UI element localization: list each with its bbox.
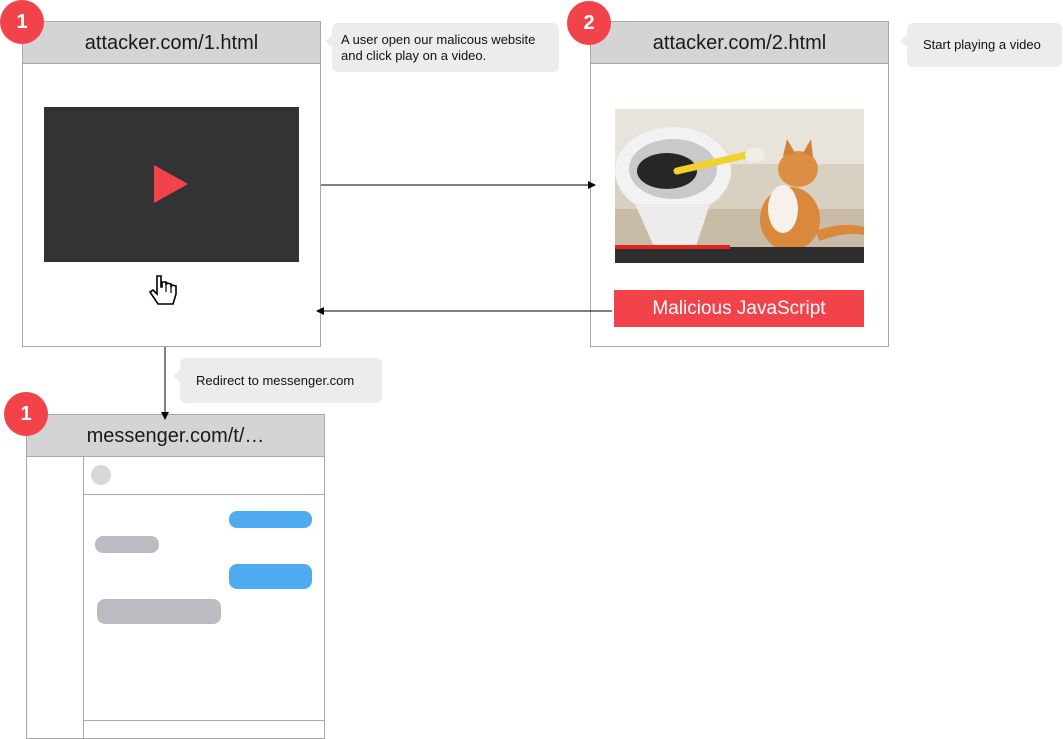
step-badge-3: 1 xyxy=(4,392,48,436)
video-player[interactable] xyxy=(44,107,299,262)
attacker-page-2-window: attacker.com/2.html Malicious JavaScript xyxy=(590,21,889,347)
sent-message-bubble xyxy=(229,511,312,528)
attacker-page-1-window: attacker.com/1.html xyxy=(22,21,321,347)
note-start-playing: Start playing a video xyxy=(900,23,1062,67)
note-open-website-line2: and click play on a video. xyxy=(341,48,487,63)
received-message-bubble xyxy=(95,536,159,553)
step-badge-1: 1 xyxy=(0,0,44,44)
sent-message-bubble xyxy=(229,564,312,589)
note-redirect: Redirect to messenger.com xyxy=(173,358,382,403)
messenger-window: messenger.com/t/… xyxy=(26,414,325,739)
attacker-page-2-url: attacker.com/2.html xyxy=(591,22,888,64)
hand-pointer-icon xyxy=(148,275,177,305)
malicious-javascript-label: Malicious JavaScript xyxy=(614,290,864,327)
note-open-website: A user open our malicous website and cli… xyxy=(325,23,559,72)
messenger-url: messenger.com/t/… xyxy=(27,415,324,457)
received-message-bubble xyxy=(97,599,221,624)
cat-video-frame xyxy=(615,109,864,263)
note-open-website-line1: A user open our malicous website xyxy=(341,32,536,47)
message-composer[interactable] xyxy=(83,720,324,738)
attacker-page-1-url: attacker.com/1.html xyxy=(23,22,320,64)
avatar-icon xyxy=(91,465,111,485)
cat-video-thumbnail xyxy=(615,109,864,263)
step-badge-2: 2 xyxy=(567,1,611,45)
messenger-sidebar xyxy=(27,457,84,738)
conversation-header xyxy=(83,457,324,495)
play-icon[interactable] xyxy=(154,165,188,203)
